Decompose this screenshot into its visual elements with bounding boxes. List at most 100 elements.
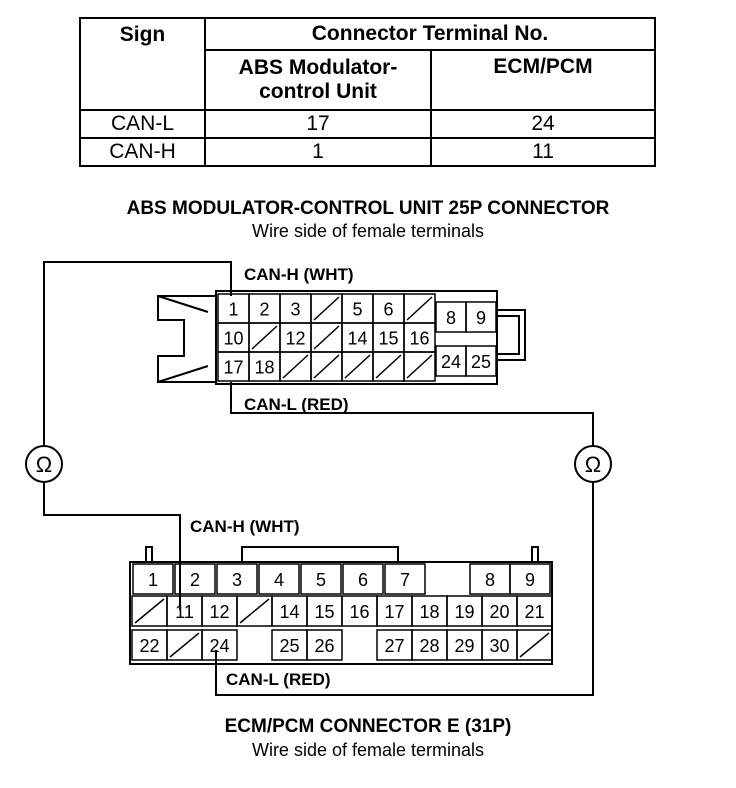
terminal-number: 15 bbox=[314, 602, 334, 622]
ecm-terminal bbox=[216, 563, 258, 595]
terminal-number: 25 bbox=[471, 352, 491, 372]
ecm-can-l-label: CAN-L (RED) bbox=[226, 670, 331, 689]
abs-connector-subtitle: Wire side of female terminals bbox=[251, 221, 485, 241]
terminal-number: 17 bbox=[223, 358, 243, 378]
terminal-number: 9 bbox=[476, 308, 486, 328]
abs-terminal bbox=[403, 351, 436, 382]
unused-terminal-mark bbox=[375, 354, 402, 379]
unused-terminal-mark bbox=[239, 598, 270, 624]
ecm-terminal bbox=[201, 629, 238, 661]
terminal-number: 8 bbox=[485, 570, 495, 590]
terminal-number: 14 bbox=[347, 329, 367, 349]
unused-terminal-mark bbox=[313, 325, 340, 350]
row-ecm: 24 bbox=[430, 109, 656, 139]
terminal-number: 11 bbox=[175, 602, 194, 622]
row-sign: CAN-H bbox=[79, 137, 206, 167]
terminal-number: 8 bbox=[446, 308, 456, 328]
terminal-number: 5 bbox=[352, 300, 362, 320]
terminal-number: 24 bbox=[441, 352, 461, 372]
unused-terminal-mark bbox=[406, 296, 433, 321]
terminal-number: 18 bbox=[254, 358, 274, 378]
ohm-icon: Ω bbox=[585, 452, 601, 477]
terminal-number: 30 bbox=[489, 636, 509, 656]
terminal-number: 1 bbox=[228, 300, 238, 320]
terminal-number: 2 bbox=[259, 300, 269, 320]
header-ecm: ECM/PCM bbox=[430, 49, 656, 111]
abs-terminal bbox=[465, 345, 497, 377]
terminal-number: 21 bbox=[524, 602, 544, 622]
terminal-number: 25 bbox=[279, 636, 299, 656]
terminal-table: Sign Connector Terminal No. ABS Modulato… bbox=[79, 17, 656, 167]
terminal-number: 19 bbox=[454, 602, 474, 622]
ecm-terminal bbox=[174, 563, 216, 595]
ohmmeter-left: Ω bbox=[25, 445, 63, 483]
terminal-number: 16 bbox=[349, 602, 369, 622]
ecm-terminal bbox=[132, 563, 174, 595]
terminal-number: 10 bbox=[223, 329, 243, 349]
abs-connector-title: ABS MODULATOR-CONTROL UNIT 25P CONNECTOR bbox=[126, 198, 610, 219]
terminal-number: 6 bbox=[358, 570, 368, 590]
unused-terminal-mark bbox=[313, 296, 340, 321]
unused-terminal-mark bbox=[406, 354, 433, 379]
right-probe-wire-lower bbox=[215, 482, 594, 696]
ecm-terminal bbox=[509, 563, 551, 595]
terminal-number: 12 bbox=[285, 329, 305, 349]
unused-terminal-mark bbox=[282, 354, 309, 379]
unused-terminal-mark bbox=[519, 632, 550, 658]
terminal-number: 7 bbox=[400, 570, 410, 590]
terminal-number: 29 bbox=[454, 636, 474, 656]
ecm-terminal bbox=[300, 563, 342, 595]
row-ecm: 11 bbox=[430, 137, 656, 167]
ecm-connector-title: ECM/PCM CONNECTOR E (31P) bbox=[224, 716, 512, 737]
row-abs: 17 bbox=[204, 109, 432, 139]
terminal-number: 3 bbox=[290, 300, 300, 320]
abs-connector-body bbox=[215, 290, 498, 385]
abs-can-h-label: CAN-H (WHT) bbox=[244, 265, 354, 284]
terminal-number: 12 bbox=[209, 602, 229, 622]
table-row: CAN-L 17 24 bbox=[79, 109, 656, 139]
unused-terminal-mark bbox=[251, 325, 278, 350]
row-sign: CAN-L bbox=[79, 109, 206, 139]
ecm-connector-subtitle: Wire side of female terminals bbox=[251, 740, 485, 760]
terminal-number: 9 bbox=[525, 570, 535, 590]
terminal-number: 2 bbox=[190, 570, 200, 590]
unused-terminal-mark bbox=[134, 598, 165, 624]
ecm-terminal bbox=[258, 563, 300, 595]
ecm-terminal bbox=[384, 563, 426, 595]
ecm-terminal bbox=[342, 563, 384, 595]
terminal-number: 28 bbox=[419, 636, 439, 656]
right-probe-wire bbox=[230, 382, 594, 446]
header-abs: ABS Modulator-control Unit bbox=[204, 49, 432, 111]
abs-right-clip bbox=[497, 309, 526, 361]
terminal-number: 18 bbox=[419, 602, 439, 622]
header-connector: Connector Terminal No. bbox=[204, 17, 656, 51]
terminal-number: 1 bbox=[148, 570, 158, 590]
ecm-terminal bbox=[516, 629, 553, 661]
header-sign: Sign bbox=[79, 17, 206, 111]
ecm-terminal bbox=[516, 595, 553, 627]
unused-terminal-mark bbox=[313, 354, 340, 379]
terminal-number: 14 bbox=[279, 602, 299, 622]
terminal-number: 26 bbox=[314, 636, 334, 656]
terminal-number: 16 bbox=[409, 329, 429, 349]
ohmmeter-right: Ω bbox=[574, 445, 612, 483]
terminal-number: 17 bbox=[384, 602, 404, 622]
terminal-number: 15 bbox=[378, 329, 398, 349]
ohm-icon: Ω bbox=[36, 452, 52, 477]
ecm-can-h-label: CAN-H (WHT) bbox=[190, 517, 300, 536]
left-probe-wire-lower bbox=[43, 482, 181, 610]
terminal-number: 22 bbox=[139, 636, 159, 656]
ecm-terminal bbox=[306, 629, 343, 661]
row-abs: 1 bbox=[204, 137, 432, 167]
terminal-number: 6 bbox=[383, 300, 393, 320]
terminal-number: 5 bbox=[316, 570, 326, 590]
left-probe-wire bbox=[43, 261, 232, 446]
unused-terminal-mark bbox=[344, 354, 371, 379]
terminal-number: 4 bbox=[274, 570, 284, 590]
terminal-number: 20 bbox=[489, 602, 509, 622]
terminal-number: 24 bbox=[209, 636, 229, 656]
terminal-number: 3 bbox=[232, 570, 242, 590]
